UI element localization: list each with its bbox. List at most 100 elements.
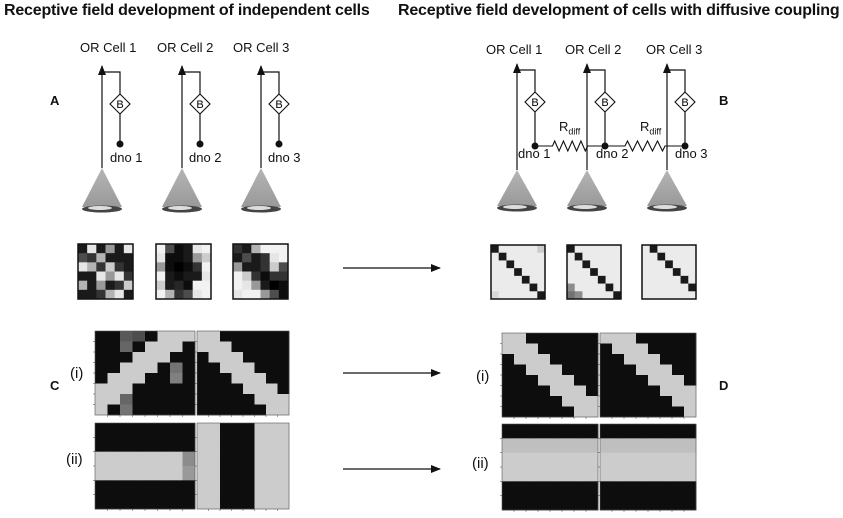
matrix-cell <box>514 385 527 397</box>
rf-pixel <box>498 245 507 254</box>
rf-pixel <box>649 260 658 269</box>
rf-pixel <box>688 291 697 300</box>
matrix-cell <box>538 495 551 511</box>
rf-pixel <box>105 289 116 300</box>
matrix-cell <box>684 467 697 482</box>
rf-pixel <box>78 262 88 272</box>
matrix-cell <box>526 364 539 376</box>
rf-pixel <box>514 245 523 254</box>
matrix-cell <box>120 394 133 405</box>
rf-pixel <box>672 252 682 261</box>
matrix-cell <box>132 466 146 481</box>
matrix-cell <box>170 352 183 363</box>
rf-pixel <box>233 244 243 254</box>
matrix-cell <box>197 362 209 374</box>
matrix-cell <box>526 481 539 497</box>
resistor-path <box>605 139 685 153</box>
matrix-cell <box>538 406 551 418</box>
rf-pixel <box>491 275 500 285</box>
cone-base-highlight <box>247 206 271 210</box>
rf-pixel <box>688 260 697 269</box>
rf-border <box>155 243 212 300</box>
left-cell-3-label: OR Cell 3 <box>233 40 290 55</box>
matrix-cell <box>231 437 244 453</box>
matrix-cell <box>574 406 587 418</box>
rf-pixel <box>78 271 88 282</box>
matrix-cell <box>157 331 171 342</box>
rf-pixel <box>192 280 203 291</box>
rf-pixel <box>613 245 622 254</box>
matrix-cell <box>208 480 221 496</box>
matrix-cell <box>636 424 649 439</box>
matrix-cell <box>550 385 563 397</box>
rf-pixel <box>506 291 515 300</box>
dno-node <box>196 140 204 148</box>
matrix-cell <box>672 333 685 344</box>
matrix-cell <box>624 424 637 439</box>
matrix-cell <box>550 424 563 439</box>
matrix-cell <box>624 343 637 355</box>
matrix-cell <box>586 406 599 418</box>
matrix-cell <box>107 383 121 395</box>
matrix-cell <box>648 333 661 344</box>
rf-pixel <box>613 275 622 285</box>
matrix-cell <box>145 404 158 416</box>
matrix-cell <box>120 404 133 416</box>
matrix-cell <box>197 480 209 496</box>
matrix-cell <box>672 424 685 439</box>
matrix-cell <box>266 480 278 496</box>
matrix-cell <box>120 362 133 374</box>
r-diff-label-2: Rdiff <box>640 119 661 137</box>
matrix-cell <box>120 383 133 395</box>
left-neuron-1: B <box>82 65 131 213</box>
matrix-cell <box>660 406 673 418</box>
matrix-cell <box>586 467 599 482</box>
matrix-cell <box>157 352 171 363</box>
matrix-cell <box>636 396 649 407</box>
rf-pixel <box>96 271 106 282</box>
matrix-cell <box>550 375 563 386</box>
rf-pixel <box>183 271 194 282</box>
matrix-cell <box>107 404 121 416</box>
matrix-cell <box>514 406 527 418</box>
rf-pixel <box>521 291 531 300</box>
matrix-cell <box>600 364 613 376</box>
matrix-cell <box>157 383 171 395</box>
matrix-cell <box>254 423 267 438</box>
matrix-cell <box>132 373 146 384</box>
matrix-cell <box>502 438 515 454</box>
matrix-cell <box>231 480 244 496</box>
rf-pixel <box>278 244 289 254</box>
matrix-cell <box>600 424 613 439</box>
matrix-cell <box>502 452 515 468</box>
matrix-cell <box>624 481 637 497</box>
matrix-cell <box>526 452 539 468</box>
matrix-cell <box>684 354 697 365</box>
matrix-cell <box>514 364 527 376</box>
matrix-cell <box>672 406 685 418</box>
matrix-cell <box>562 481 575 497</box>
matrix-cell <box>514 452 527 468</box>
matrix-cell <box>562 495 575 511</box>
matrix-cell <box>208 494 221 510</box>
rf-independent-2 <box>155 243 212 300</box>
rf-pixel <box>680 260 689 269</box>
matrix-cell <box>672 396 685 407</box>
matrix-cell <box>538 343 551 355</box>
matrix-cell <box>612 438 625 454</box>
matrix-cell <box>672 438 685 454</box>
matrix-cell <box>574 385 587 397</box>
matrix-cell <box>95 352 108 363</box>
matrix-cell <box>95 423 108 438</box>
right-neuron-2: B <box>567 63 616 212</box>
matrix-cell <box>684 333 697 344</box>
rf-pixel <box>574 283 583 292</box>
rf-pixel <box>672 260 682 269</box>
matrix-cell <box>157 404 171 416</box>
rf-pixel <box>242 244 252 254</box>
rf-pixel <box>87 289 97 300</box>
matrix-cell <box>197 373 209 384</box>
left-cell-1-label: OR Cell 1 <box>80 40 137 55</box>
rf-pixel <box>192 289 203 300</box>
